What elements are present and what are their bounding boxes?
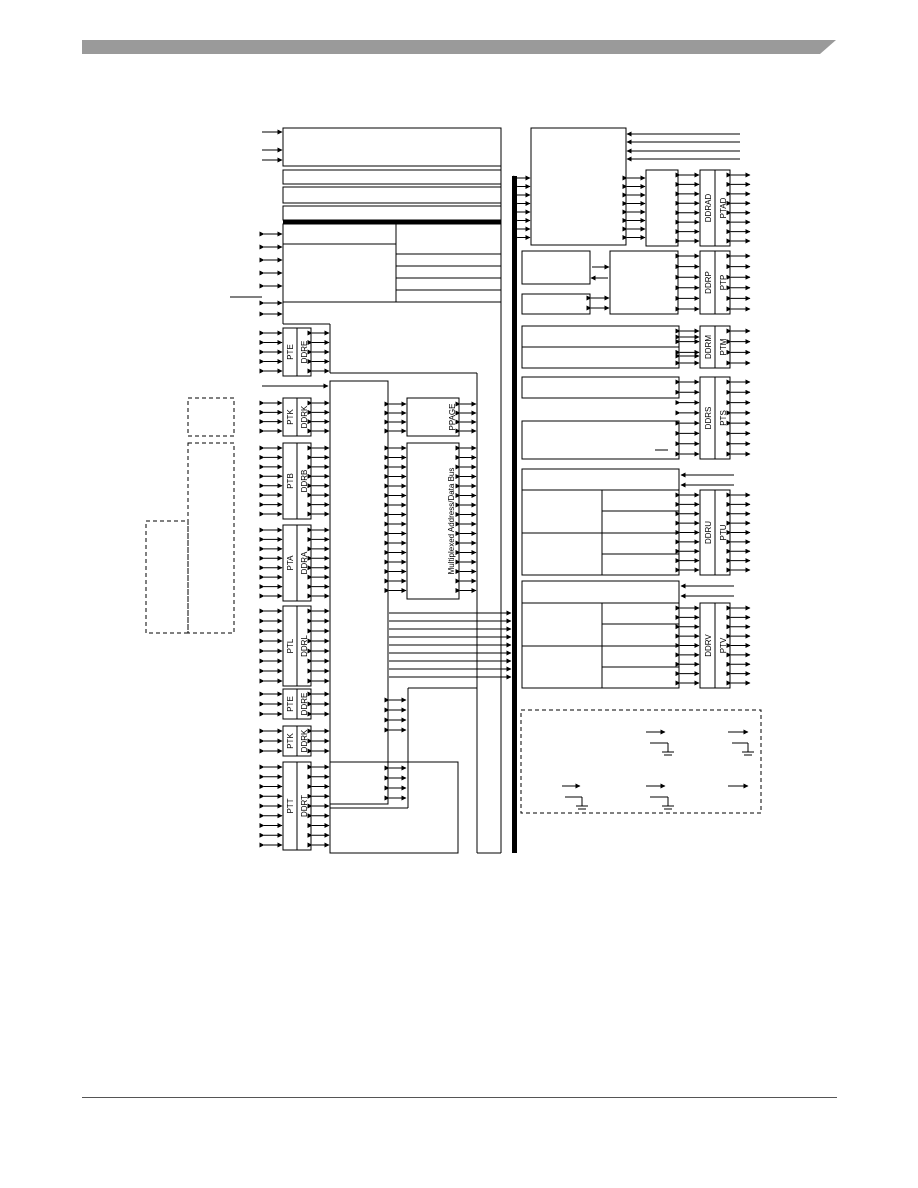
memory-block-2 <box>282 186 502 204</box>
right-port-label: PTV <box>719 637 728 653</box>
left-port-label: PTB <box>286 473 295 489</box>
left-port-label: PTA <box>286 555 295 571</box>
left-port-label: PTK <box>286 733 295 749</box>
right-port-label: PTAD <box>719 197 728 218</box>
left-port-label: PTL <box>286 638 295 653</box>
right-ddr-label: DDRV <box>704 634 713 657</box>
ppage-block <box>406 397 460 437</box>
mux-bus-block <box>406 442 460 600</box>
left-ddr-label: DDRB <box>300 470 309 493</box>
cpu-block <box>282 127 502 167</box>
bottom-loop-block <box>329 761 459 854</box>
left-port-label: PTE <box>286 344 295 360</box>
atd-block <box>530 127 627 246</box>
right-ddr-label: DDRP <box>704 271 713 294</box>
left-port-label: PTE <box>286 696 295 712</box>
mux-bus-label: Multiplexed Address/Data Bus <box>447 468 456 575</box>
left-port-label: PTK <box>286 409 295 425</box>
right-ddr-label: DDRAD <box>704 194 713 223</box>
footer-rule <box>82 1097 837 1098</box>
left-ddr-label: DDRE <box>300 693 309 716</box>
right-ddr-label: DDRM <box>704 335 713 359</box>
page-header-bar <box>82 40 836 54</box>
left-ddr-label: DDRK <box>300 405 309 428</box>
right-port-label: PTP <box>719 275 728 291</box>
right-port-label: PTS <box>719 410 728 426</box>
memory-block-3 <box>282 205 502 221</box>
right-port-label: PTU <box>719 524 728 540</box>
ppage-label: PPAGE <box>448 404 457 431</box>
right-ddr-label: DDRS <box>704 407 713 430</box>
left-ddr-label: DDRK <box>300 729 309 752</box>
left-port-label: PTT <box>286 798 295 813</box>
power-supply-box <box>520 709 762 814</box>
left-ddr-label: DDRE <box>300 341 309 364</box>
s12-core-block <box>329 380 389 805</box>
left-ddr-label: DDRT <box>300 795 309 817</box>
memory-block-1 <box>282 169 502 185</box>
right-port-label: PTM <box>719 338 728 355</box>
peripheral-bus <box>512 176 517 853</box>
left-ddr-label: DDRA <box>300 551 309 574</box>
left-ddr-label: DDRL <box>300 635 309 657</box>
right-ddr-label: DDRU <box>704 521 713 544</box>
